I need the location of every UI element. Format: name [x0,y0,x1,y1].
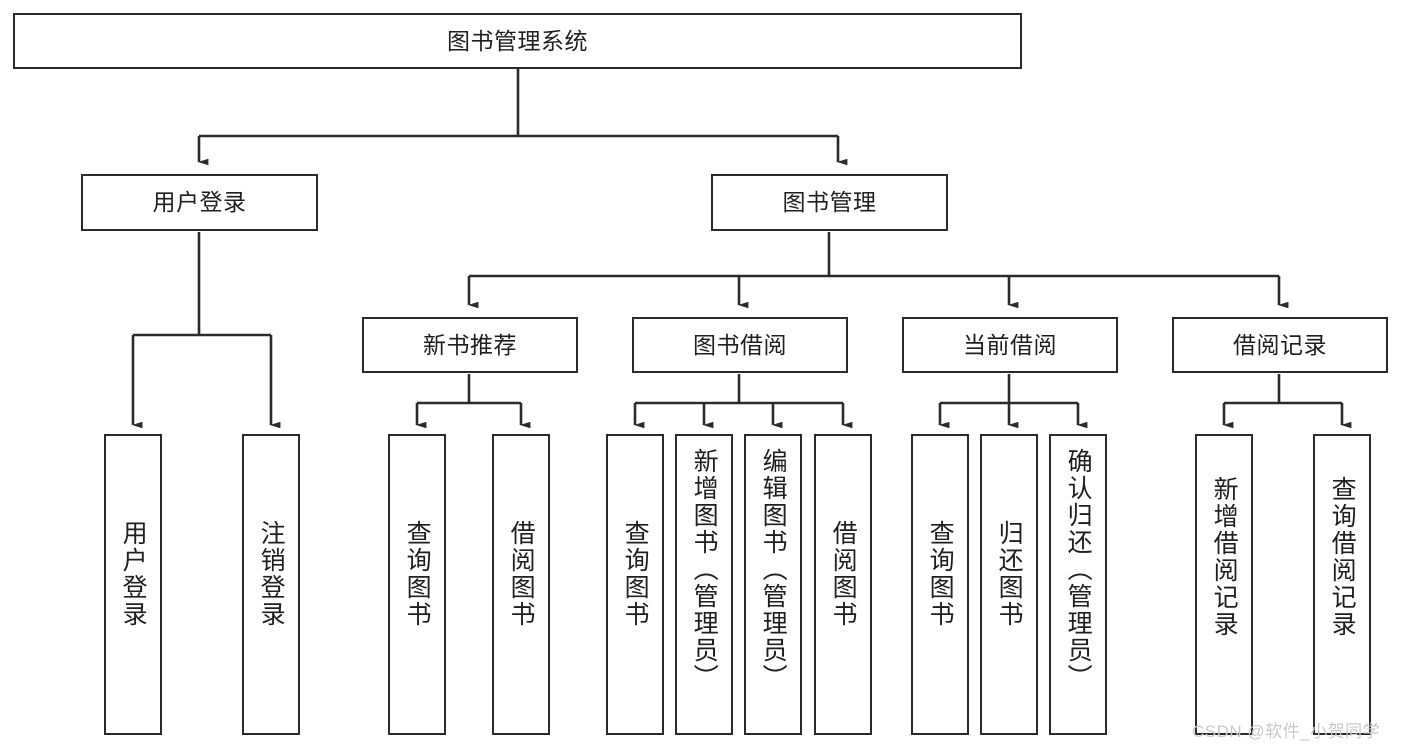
node-label: 查询图书 [926,520,955,628]
node-label: 新书推荐 [423,331,517,358]
leaf-new-book-query-book[interactable]: 查询图书 [388,434,446,735]
leaf-book-borrow-edit-book-admin[interactable]: 编辑图书（管理员） [744,434,802,735]
node-current-borrow[interactable]: 当前借阅 [902,317,1118,373]
node-label: 借阅图书 [829,520,858,628]
node-label: 图书管理 [782,189,877,216]
node-user-login[interactable]: 用户登录 [81,174,318,231]
node-label: 借阅记录 [1233,331,1327,358]
node-root-book-management-system[interactable]: 图书管理系统 [13,13,1022,69]
node-label: 确认归还（管理员） [1064,448,1093,691]
leaf-new-book-borrow-book[interactable]: 借阅图书 [492,434,550,735]
node-label: 查询图书 [621,520,650,628]
node-label: 用户登录 [152,189,247,216]
node-label: 图书管理系统 [447,27,588,54]
leaf-borrow-record-add-record[interactable]: 新增借阅记录 [1195,434,1253,735]
node-label: 新增借阅记录 [1210,476,1239,638]
node-label: 新增图书（管理员） [690,448,719,691]
node-book-management[interactable]: 图书管理 [711,174,948,231]
node-label: 当前借阅 [963,331,1057,358]
leaf-user-login-logout[interactable]: 注销登录 [242,434,300,735]
leaf-book-borrow-borrow-book[interactable]: 借阅图书 [814,434,872,735]
node-label: 图书借阅 [693,331,787,358]
leaf-current-borrow-confirm-return-admin[interactable]: 确认归还（管理员） [1049,434,1107,735]
node-book-borrow[interactable]: 图书借阅 [632,317,848,373]
node-new-book-recommend[interactable]: 新书推荐 [362,317,578,373]
leaf-book-borrow-add-book-admin[interactable]: 新增图书（管理员） [675,434,733,735]
watermark-csdn: CSDN @软件_小贺同学 [1192,722,1381,741]
node-label: 注销登录 [257,520,286,628]
node-label: 查询借阅记录 [1328,476,1357,638]
leaf-book-borrow-query-book[interactable]: 查询图书 [606,434,664,735]
node-borrow-record[interactable]: 借阅记录 [1172,317,1388,373]
leaf-current-borrow-query-book[interactable]: 查询图书 [911,434,969,735]
node-label: 编辑图书（管理员） [759,448,788,691]
leaf-current-borrow-return-book[interactable]: 归还图书 [980,434,1038,735]
node-label: 查询图书 [403,520,432,628]
node-label: 借阅图书 [507,520,536,628]
node-label: 归还图书 [995,520,1024,628]
node-label: 用户登录 [119,520,148,628]
leaf-user-login-login[interactable]: 用户登录 [104,434,162,735]
leaf-borrow-record-query-record[interactable]: 查询借阅记录 [1313,434,1371,735]
